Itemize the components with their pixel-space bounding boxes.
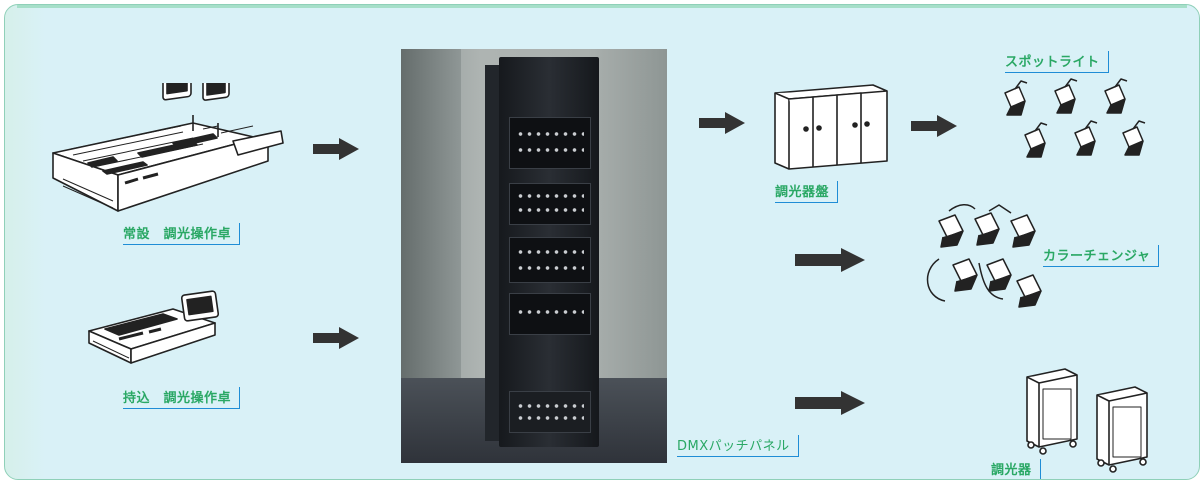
color-changer-icon [926,204,1042,308]
lighting-console-large-icon [52,83,284,212]
label-dimmer: 調光器 [991,459,1041,479]
arrow-right-icon [911,115,957,137]
arrow-right-icon [795,391,865,415]
label-color-changer: カラーチェンジャ [1043,245,1160,267]
dimmer-board-cabinet-icon [774,84,888,170]
panel-top-line [17,5,1187,8]
arrow-right-icon [313,327,359,349]
diagram-panel: 常設 調光操作卓 持込 調光操作卓 [4,4,1200,480]
dimmer-rack-icon [1026,368,1148,473]
spotlight-icon [1004,78,1146,158]
arrow-right-icon [699,112,745,134]
lighting-console-small-icon [88,290,220,364]
arrow-right-icon [795,248,865,272]
label-portable-console: 持込 調光操作卓 [123,387,241,409]
label-dimmer-board: 調光器盤 [775,181,839,203]
arrow-right-icon [313,138,359,160]
label-permanent-console: 常設 調光操作卓 [123,223,241,245]
label-dmx-patch-panel: DMXパッチパネル [677,435,799,457]
label-spotlight: スポットライト [1005,51,1109,73]
dmx-rack-photo [401,49,667,463]
